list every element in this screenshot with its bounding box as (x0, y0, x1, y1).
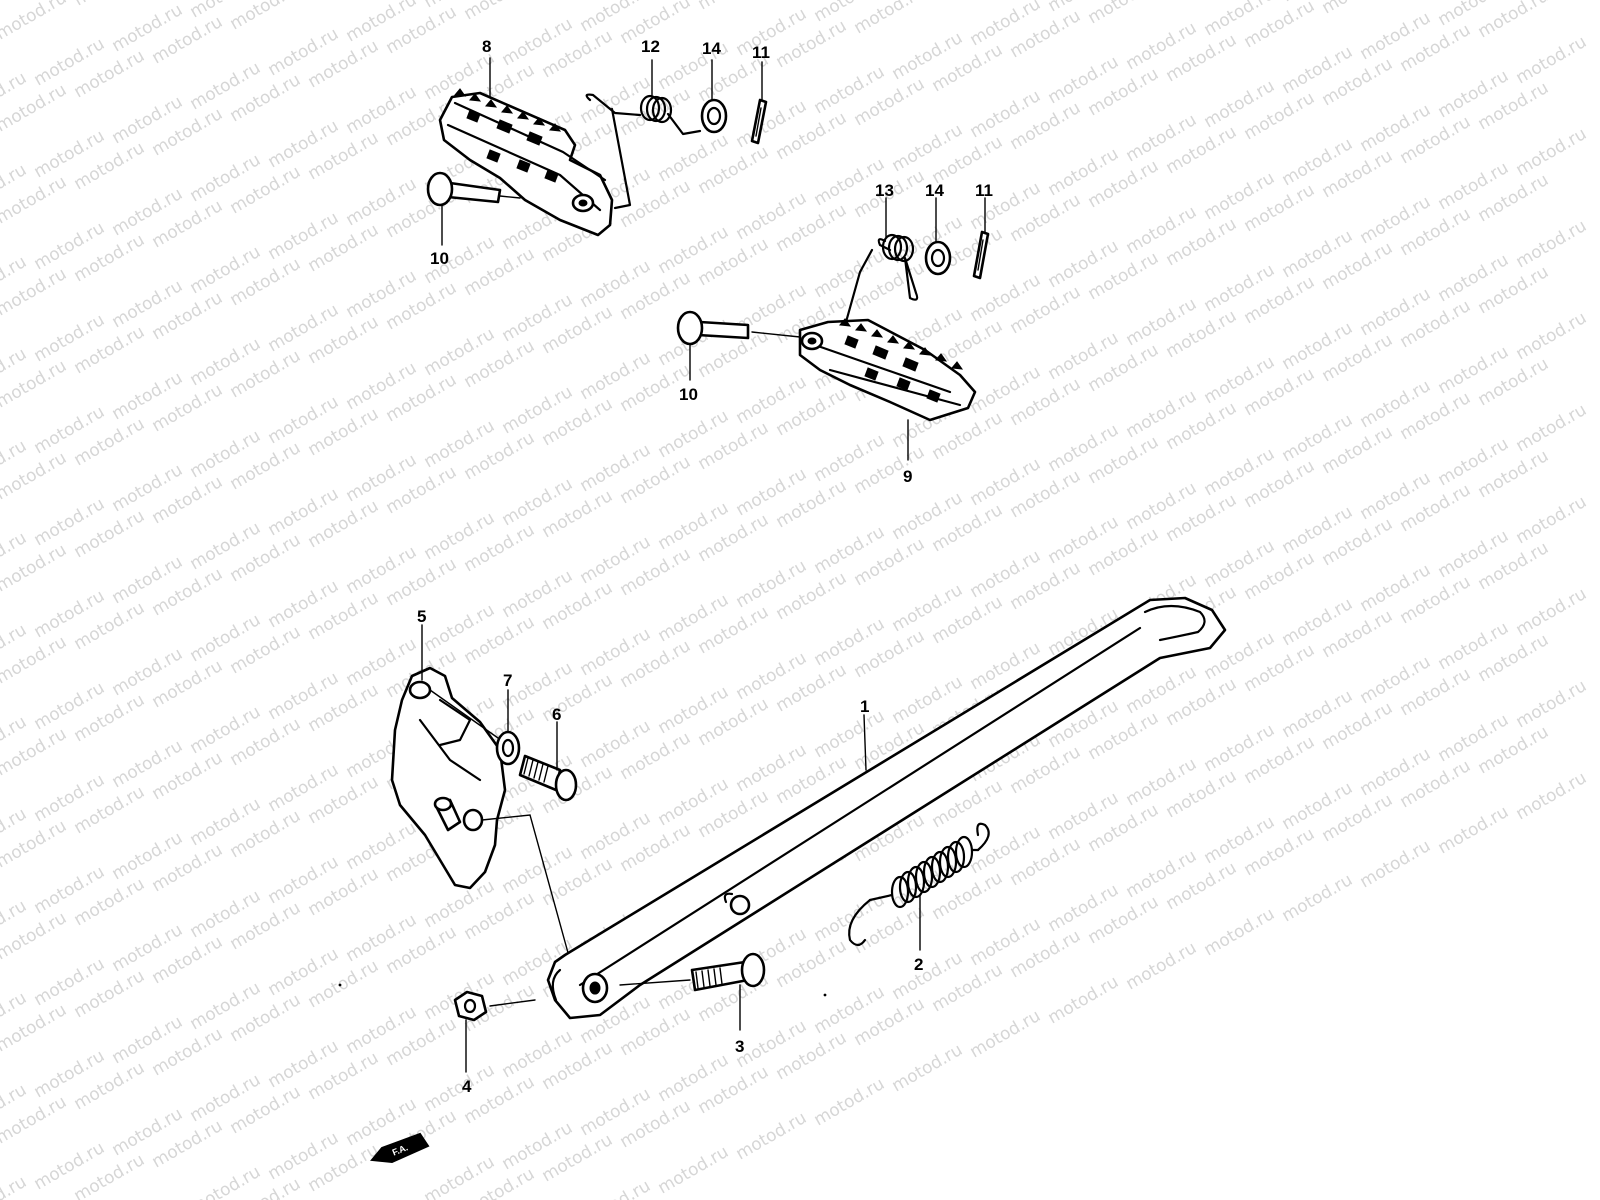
left-footrest-assembly (426, 88, 768, 237)
washer-right[interactable] (924, 240, 952, 276)
return-spring-left[interactable] (585, 93, 702, 210)
watermark-text: motod.ru (1513, 216, 1591, 272)
watermark-text: motod.ru (1123, 938, 1201, 994)
watermark-text: motod.ru (1435, 802, 1513, 858)
watermark-text: motod.ru (967, 1006, 1045, 1062)
callout-14: 14 (925, 181, 944, 200)
watermark-text: motod.ru (1201, 904, 1279, 960)
watermark-text: motod.ru (461, 0, 539, 24)
pivot-bolt[interactable] (619, 952, 766, 992)
watermark-text: motod.ru (1513, 32, 1591, 88)
watermark-text: motod.ru (0, 1172, 30, 1200)
leader-lines (421, 57, 986, 1073)
watermark-text: motod.ru (227, 0, 305, 34)
watermark-text: motod.ru (1513, 676, 1591, 732)
washer-bracket[interactable] (495, 730, 521, 766)
callout-2: 2 (914, 955, 923, 974)
watermark-text: motod.ru (1045, 972, 1123, 1028)
watermark-text: motod.ru (1513, 584, 1591, 640)
watermark-text: motod.ru (577, 1176, 655, 1200)
watermark-text: motod.ru (1513, 492, 1591, 548)
watermark-text: motod.ru (1319, 0, 1397, 18)
callout-14: 14 (702, 39, 721, 58)
callout-1: 1 (860, 697, 869, 716)
watermark-text: motod.ru (187, 1162, 265, 1200)
callout-numbers: 8 12 14 11 10 13 14 11 10 9 1 2 3 4 5 6 … (417, 37, 993, 1096)
watermark-text: motod.ru (1475, 0, 1553, 42)
side-stand-spring[interactable] (848, 822, 990, 947)
callout-8: 8 (482, 37, 491, 56)
watermark-text: motod.ru (1085, 0, 1163, 28)
watermark-text: motod.ru (0, 0, 70, 44)
watermark-text: motod.ru (1513, 308, 1591, 364)
washer-left[interactable] (700, 98, 728, 134)
clevis-pin-left[interactable] (426, 171, 521, 207)
watermark-text: motod.ru (1357, 836, 1435, 892)
watermark-text: motod.ru (695, 0, 773, 14)
callout-12: 12 (641, 37, 660, 56)
watermark-text: motod.ru (1513, 768, 1591, 824)
watermark-text: motod.ru (889, 1040, 967, 1096)
callout-10: 10 (679, 385, 698, 404)
pivot-nut[interactable] (453, 990, 536, 1022)
watermark-text: motod.ru (851, 0, 929, 38)
watermark-text: motod.ru (929, 0, 1007, 4)
watermark-text: motod.ru (1513, 400, 1591, 456)
cotter-pin-left[interactable] (750, 98, 768, 145)
callout-9: 9 (903, 467, 912, 486)
watermark-text: motod.ru (1513, 124, 1591, 180)
callout-13: 13 (875, 181, 894, 200)
callout-3: 3 (735, 1037, 744, 1056)
callout-10: 10 (430, 249, 449, 268)
footrest-right[interactable] (798, 318, 977, 422)
cotter-pin-right[interactable] (972, 230, 990, 280)
callout-6: 6 (552, 705, 561, 724)
callout-11: 11 (975, 181, 993, 200)
footrest-left[interactable] (438, 88, 614, 237)
watermark-text: motod.ru (733, 1108, 811, 1164)
callout-5: 5 (417, 607, 426, 626)
callout-4: 4 (462, 1077, 472, 1096)
bracket-bolt[interactable] (518, 754, 578, 802)
watermark-text: motod.ru (71, 0, 149, 10)
front-direction-badge: F.A. (370, 1132, 430, 1164)
callout-7: 7 (503, 671, 512, 690)
watermark-text: motod.ru (1279, 870, 1357, 926)
side-stand-assembly (390, 596, 1227, 1022)
watermark-text: motod.ru (811, 1074, 889, 1130)
watermark-text: motod.ru (655, 1142, 733, 1198)
callout-11: 11 (752, 43, 770, 62)
side-stand[interactable] (546, 596, 1227, 1020)
